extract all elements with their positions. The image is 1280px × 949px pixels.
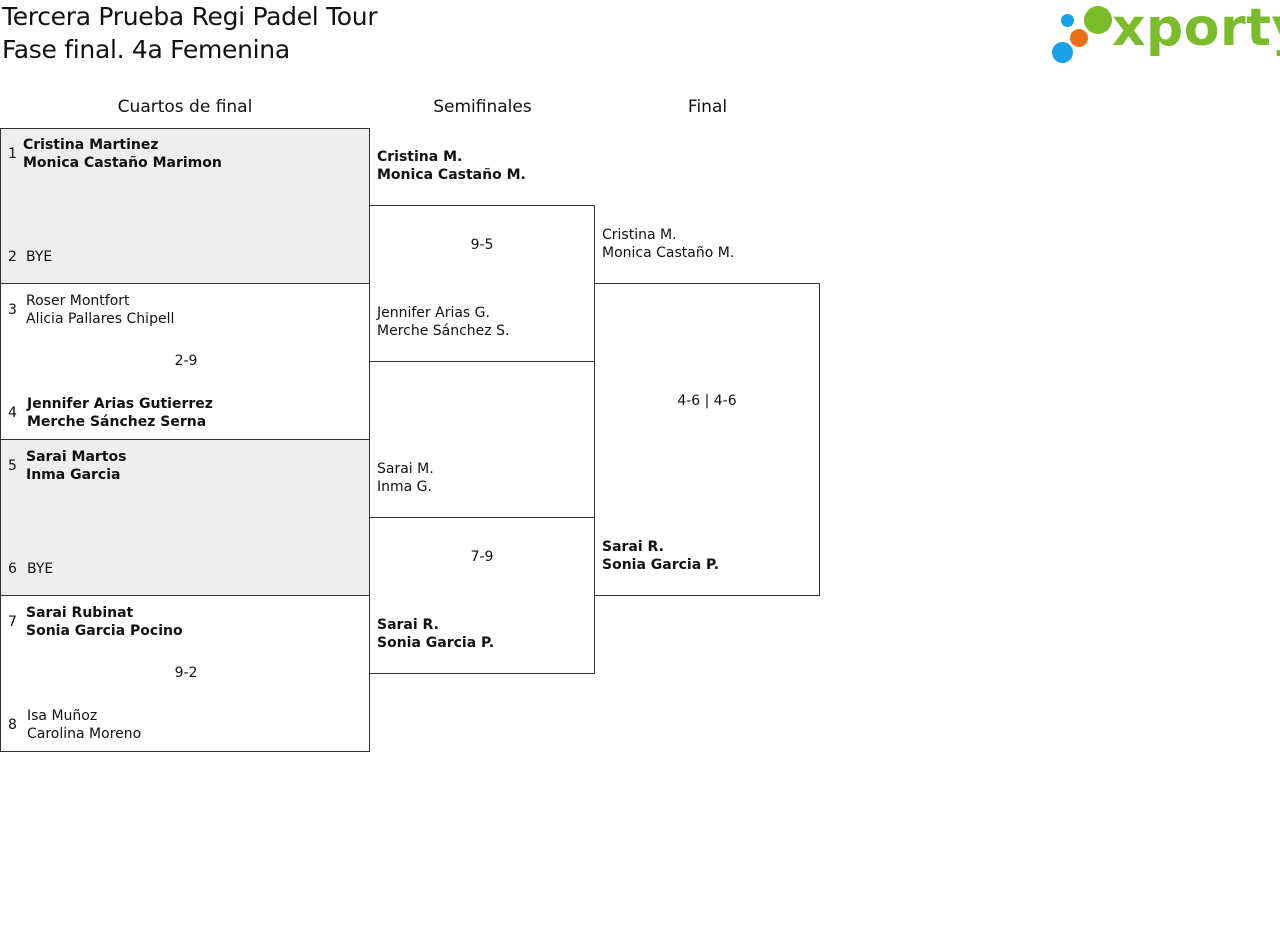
player-name: Sarai R. (602, 539, 664, 555)
team-bottom: Jennifer Arias Gutierrez Merche Sánchez … (27, 395, 213, 431)
player-name: Sarai M. (377, 461, 434, 477)
final-team-top: Cristina M. Monica Castaño M. (602, 226, 734, 262)
player-name: Isa Muñoz (27, 708, 98, 724)
player-name: Inma G. (377, 479, 432, 495)
logo-dot-green-icon (1084, 6, 1112, 34)
seed-number: 2 (8, 249, 17, 265)
team-top: Sarai Martos Inma Garcia (26, 448, 126, 484)
match-score: 9-5 (470, 237, 494, 253)
logo-dot-blue-icon (1052, 42, 1073, 63)
qf-match-3[interactable]: 5 Sarai Martos Inma Garcia 6 BYE (0, 439, 370, 596)
logo-text: xporty (1112, 0, 1280, 58)
player-name: Monica Castaño M. (377, 167, 526, 183)
team-bottom: BYE (27, 560, 53, 578)
player-name: Sonia Garcia Pocino (26, 623, 183, 639)
seed-number: 5 (8, 458, 17, 474)
seed-number: 4 (8, 405, 17, 421)
qf-match-2[interactable]: 3 Roser Montfort Alicia Pallares Chipell… (0, 283, 370, 440)
sf1-team-bottom: Jennifer Arias G. Merche Sánchez S. (377, 304, 509, 340)
round-header-semifinals: Semifinales (433, 97, 532, 117)
player-name: Cristina Martinez (23, 137, 159, 153)
team-bottom: Isa Muñoz Carolina Moreno (27, 707, 141, 743)
sf-match-1[interactable]: 9-5 Jennifer Arias G. Merche Sánchez S. (369, 205, 595, 362)
sf2-team-bottom: Sarai R. Sonia Garcia P. (377, 616, 494, 652)
seed-number: 7 (8, 614, 17, 630)
team-top: Cristina Martinez Monica Castaño Marimon (23, 136, 222, 172)
player-name: Jennifer Arias Gutierrez (27, 396, 213, 412)
sf-match-2[interactable]: 7-9 Sarai R. Sonia Garcia P. (369, 517, 595, 674)
player-name: Sarai Rubinat (26, 605, 134, 621)
seed-number: 8 (8, 717, 17, 733)
match-score: 7-9 (470, 549, 494, 565)
player-name: Monica Castaño Marimon (23, 155, 222, 171)
seed-number: 3 (8, 302, 17, 318)
logo-dot-orange-icon (1070, 29, 1088, 47)
player-name: Sarai Martos (26, 449, 127, 465)
match-score: 4-6 | 4-6 (677, 393, 737, 409)
team-bottom: BYE (26, 248, 52, 266)
sf1-team-top: Cristina M. Monica Castaño M. (377, 148, 526, 184)
round-header-quarterfinals: Cuartos de final (117, 97, 253, 117)
final-match[interactable]: 4-6 | 4-6 Sarai R. Sonia Garcia P. (594, 283, 820, 596)
qf-match-1[interactable]: 1 Cristina Martinez Monica Castaño Marim… (0, 128, 370, 284)
team-top: Roser Montfort Alicia Pallares Chipell (26, 292, 174, 328)
bye-label: BYE (27, 561, 54, 577)
player-name: Cristina M. (377, 149, 463, 165)
team-top: Sarai Rubinat Sonia Garcia Pocino (26, 604, 183, 640)
page-subtitle: Fase final. 4a Femenina (2, 35, 290, 64)
xporty-logo: xporty (1050, 0, 1280, 68)
match-score: 2-9 (174, 353, 198, 369)
player-name: Monica Castaño M. (602, 245, 735, 261)
player-name: Jennifer Arias G. (377, 305, 490, 321)
player-name: Sonia Garcia P. (602, 557, 720, 573)
player-name: Sonia Garcia P. (377, 635, 495, 651)
player-name: Inma Garcia (26, 467, 121, 483)
player-name: Roser Montfort (26, 293, 130, 309)
logo-dot-blue-small-icon (1061, 14, 1074, 27)
round-header-final: Final (687, 97, 728, 117)
player-name: Alicia Pallares Chipell (26, 311, 175, 327)
player-name: Sarai R. (377, 617, 439, 633)
player-name: Cristina M. (602, 227, 677, 243)
seed-number: 6 (8, 561, 17, 577)
page-title: Tercera Prueba Regi Padel Tour (2, 2, 378, 31)
sf2-team-top: Sarai M. Inma G. (377, 460, 434, 496)
bye-label: BYE (26, 249, 53, 265)
player-name: Merche Sánchez Serna (27, 414, 207, 430)
seed-number: 1 (8, 146, 17, 162)
final-team-bottom: Sarai R. Sonia Garcia P. (602, 538, 719, 574)
match-score: 9-2 (174, 665, 198, 681)
player-name: Merche Sánchez S. (377, 323, 510, 339)
player-name: Carolina Moreno (27, 726, 142, 742)
qf-match-4[interactable]: 7 Sarai Rubinat Sonia Garcia Pocino 9-2 … (0, 595, 370, 752)
